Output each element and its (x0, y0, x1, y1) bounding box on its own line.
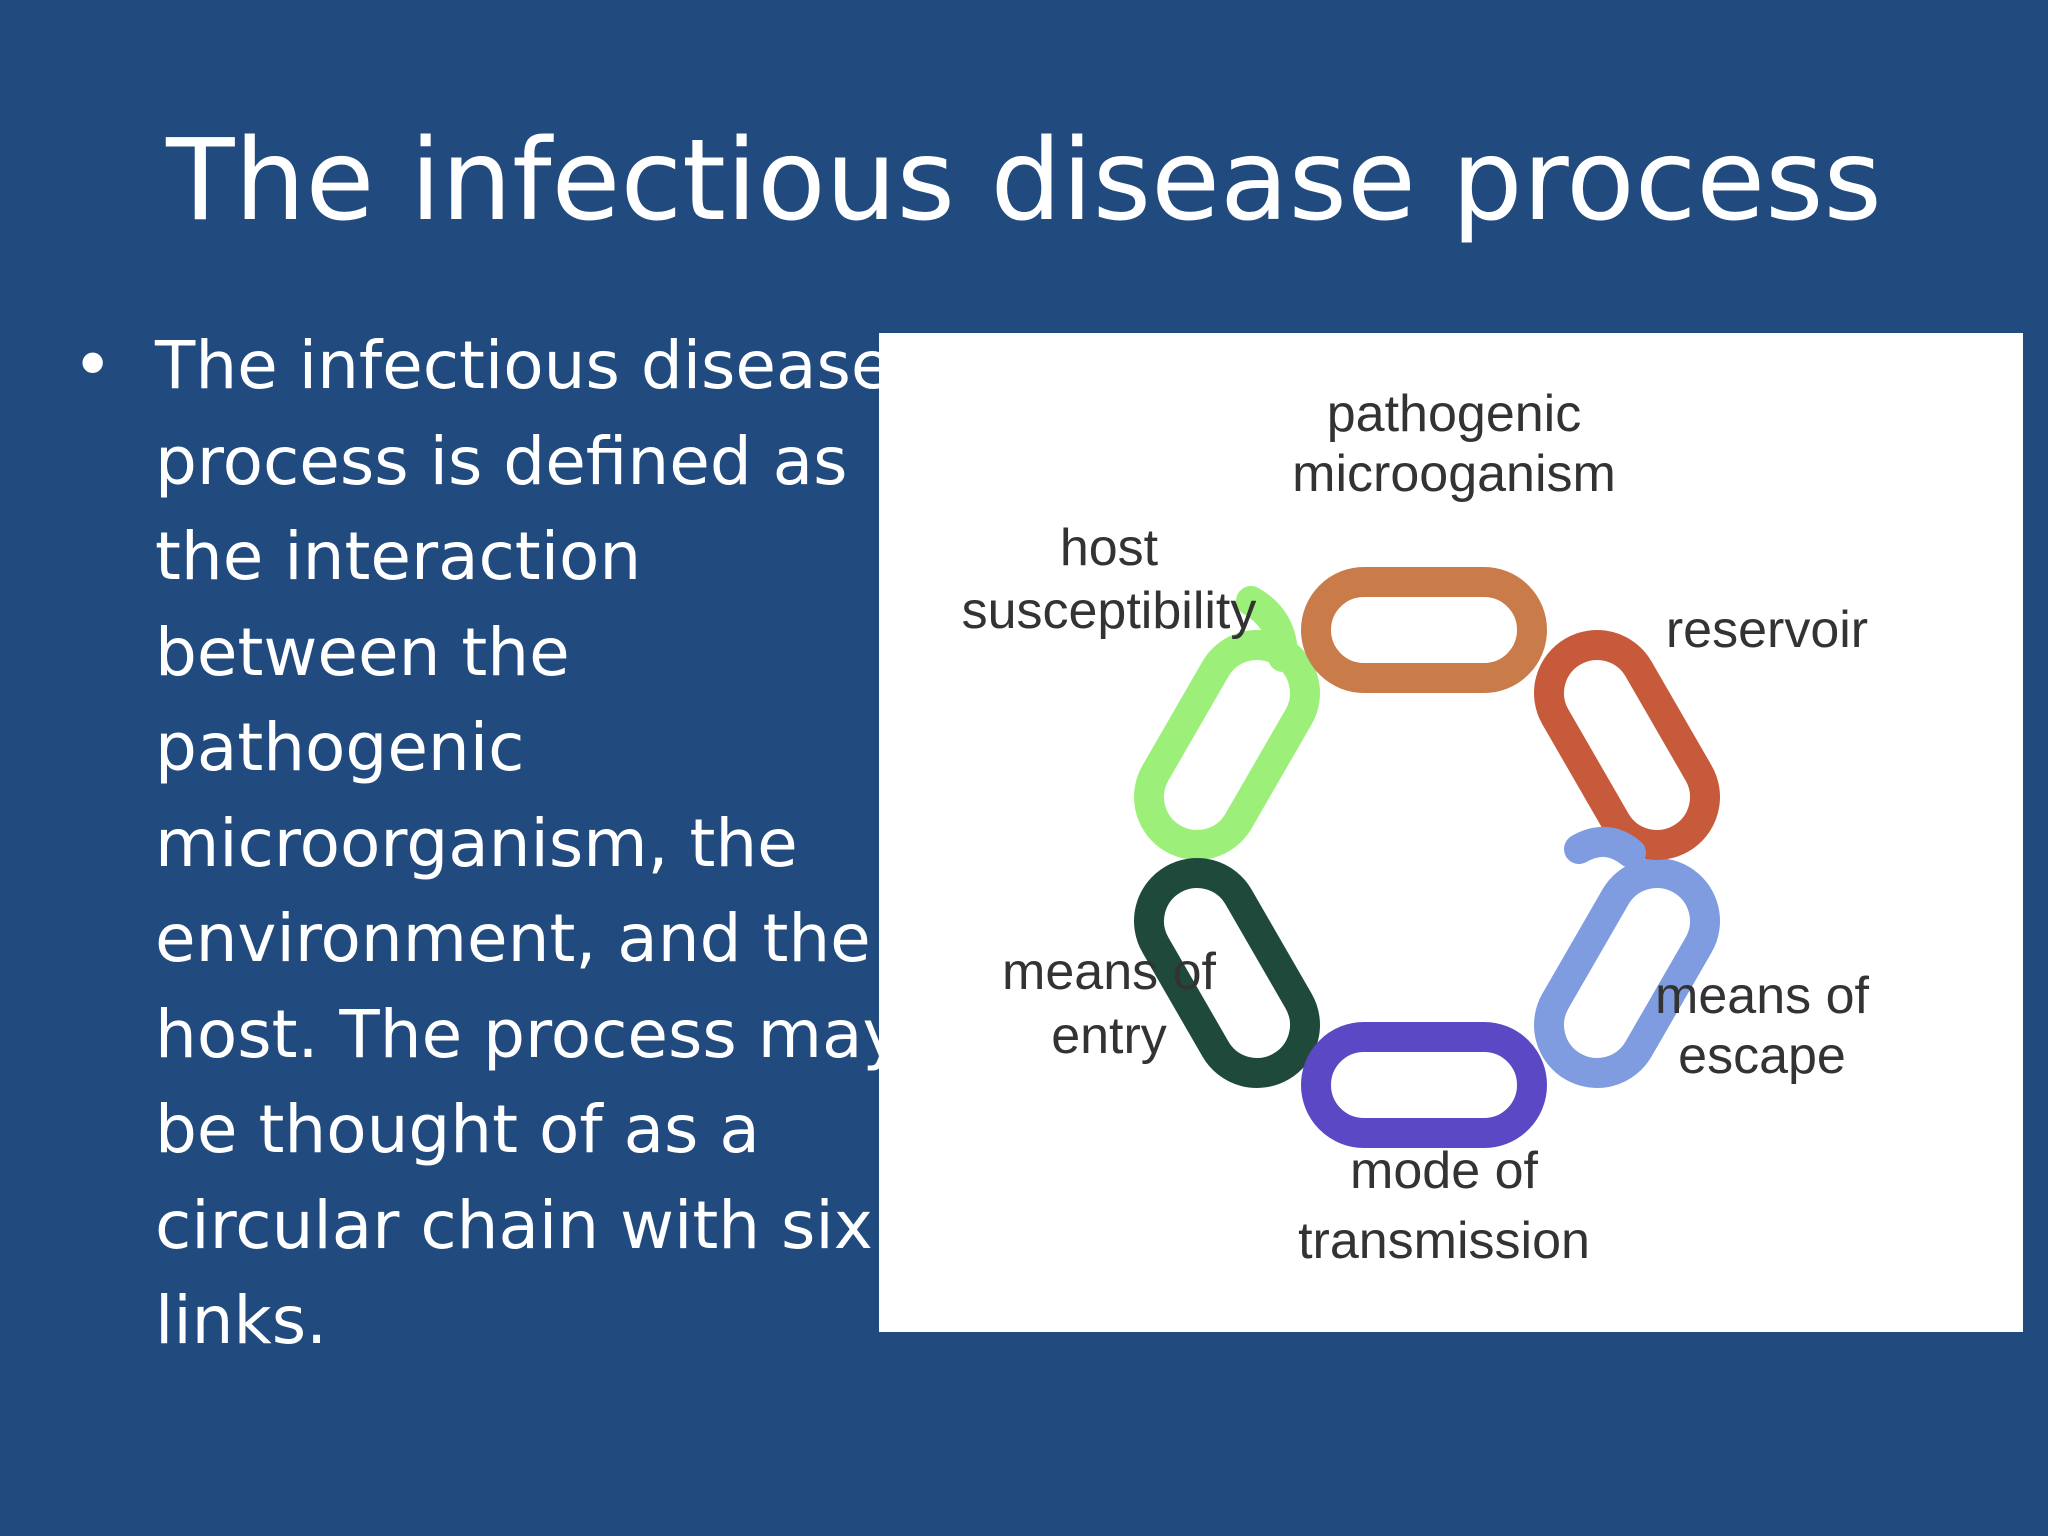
label-reservoir: reservoir (1666, 601, 1868, 659)
bullet-line: the interaction (155, 518, 642, 595)
chain-labels: pathogenic microoganism reservoir means … (962, 385, 1870, 1270)
bullet-line: The infectious disease (155, 327, 892, 404)
label-pathogenic-microorganism-line2: microoganism (1292, 445, 1616, 503)
label-means-of-escape-line1: means of (1655, 967, 1869, 1025)
chain-link-pathogenic-microorganism (1301, 567, 1547, 693)
label-host-susceptibility-line2: susceptibility (962, 582, 1257, 640)
label-pathogenic-microorganism-line1: pathogenic (1327, 385, 1581, 443)
bullet-line: be thought of as a (155, 1091, 760, 1168)
chain-link-mode-of-transmission (1301, 1022, 1547, 1148)
slide-title: The infectious disease process (166, 116, 1882, 246)
bullet-line: between the (155, 613, 570, 691)
bullet-line: process is defined as (155, 422, 848, 500)
bullet-line: microorganism, the (155, 804, 798, 882)
chain-links (1134, 567, 1720, 1148)
chain-link-means-of-escape-overlap (1564, 827, 1646, 868)
chain-of-infection-figure: pathogenic microoganism reservoir means … (879, 333, 2023, 1332)
chain-link-reservoir (1534, 630, 1720, 860)
chain-link-means-of-entry (1134, 858, 1320, 1088)
bullet-line: circular chain with six (155, 1186, 873, 1264)
label-means-of-entry-line1: means of (1002, 943, 1216, 1001)
chain-link-means-of-escape (1534, 858, 1720, 1088)
bullet-line: links. (155, 1282, 328, 1359)
bullet-line: pathogenic (155, 709, 525, 786)
label-host-susceptibility-line1: host (1060, 519, 1159, 577)
bullet-line: environment, and the (155, 900, 871, 977)
chain-diagram: pathogenic microoganism reservoir means … (962, 385, 1870, 1270)
label-mode-of-transmission-line1: mode of (1350, 1142, 1538, 1200)
label-means-of-escape-line2: escape (1678, 1027, 1846, 1085)
bullet-icon: • (72, 324, 114, 406)
bullet-line: host. The process may (155, 995, 902, 1073)
chain-link-host-susceptibility-overlap (1236, 586, 1298, 672)
label-mode-of-transmission-line2: transmission (1298, 1212, 1590, 1270)
label-means-of-entry-line2: entry (1051, 1007, 1167, 1065)
bullet-paragraph: • The infectious disease process is defi… (72, 318, 902, 1369)
